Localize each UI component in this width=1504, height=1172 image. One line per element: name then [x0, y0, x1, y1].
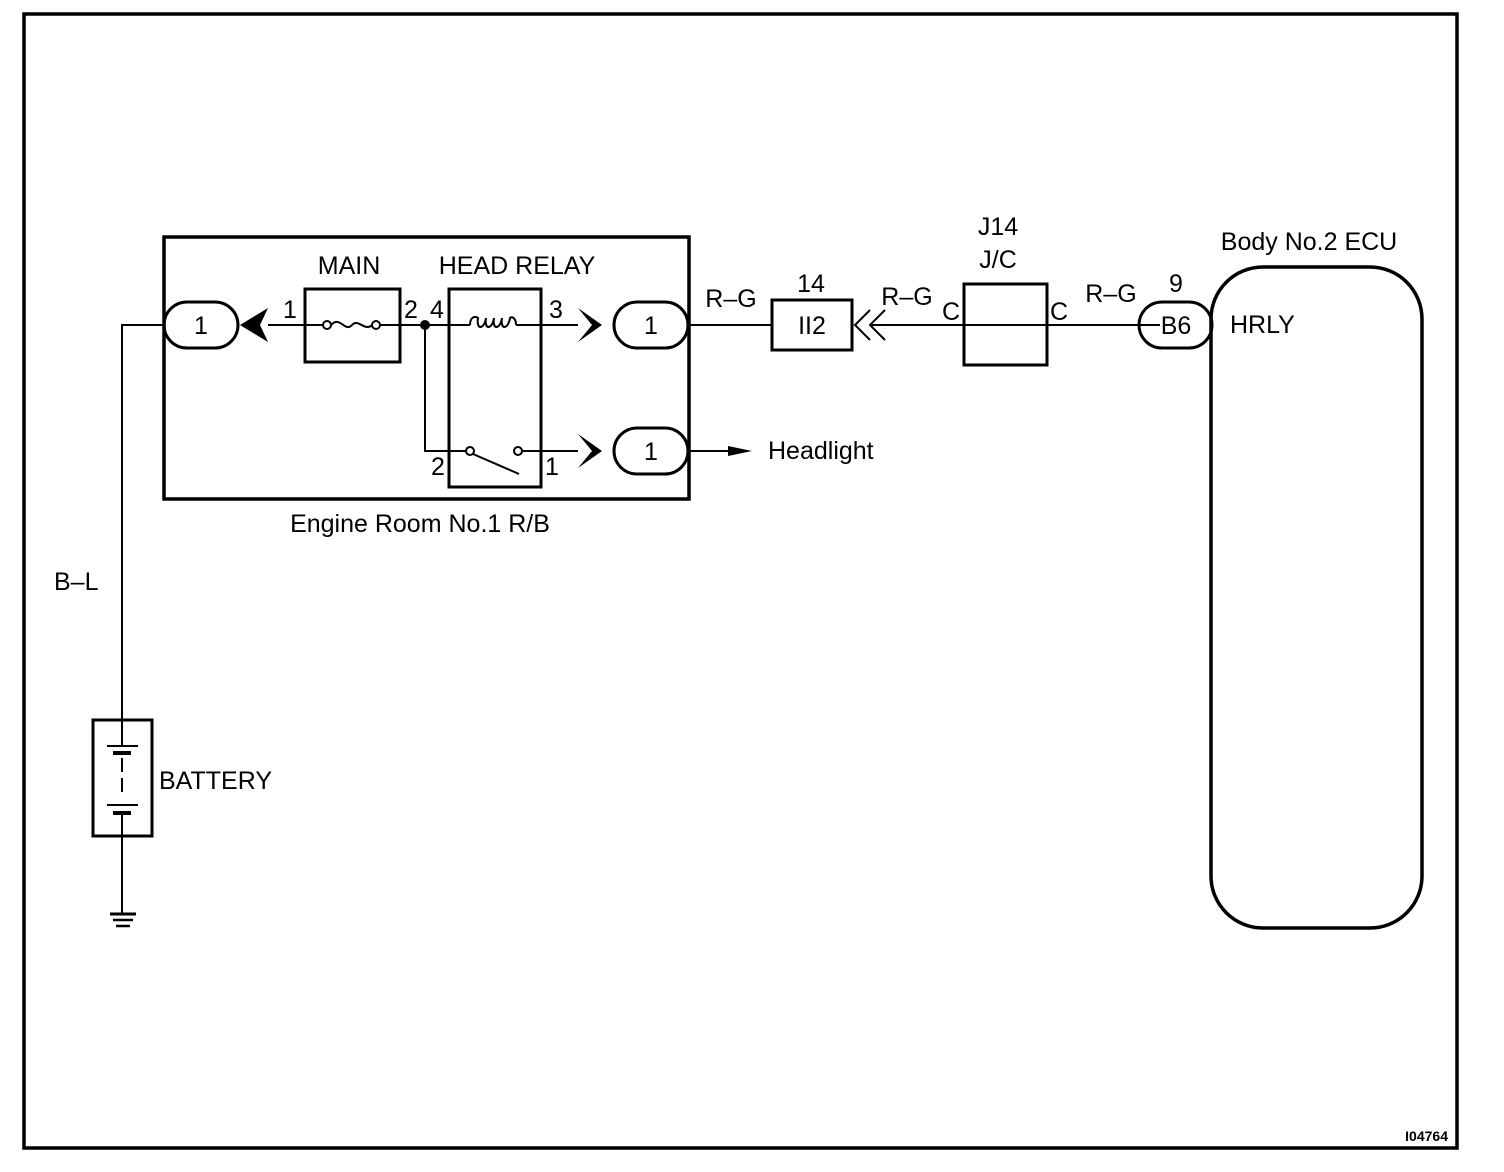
fuse-pin-2: 2	[404, 296, 418, 324]
j14-junction-box	[962, 282, 1049, 367]
arrow-right-icon	[728, 446, 752, 456]
battery-label: BATTERY	[159, 767, 272, 795]
rb-upper-right-connector-pin: 1	[644, 312, 658, 340]
wire-color-r-g-2: R–G	[881, 283, 932, 311]
ecu-label: Body No.2 ECU	[1221, 228, 1397, 256]
battery-icon	[107, 720, 138, 836]
fuse-pin-1: 1	[283, 296, 297, 324]
rb-lower-right-connector	[612, 426, 690, 476]
wire-color-r-g-3: R–G	[1085, 280, 1136, 308]
ground-icon	[110, 912, 136, 928]
head-relay-box	[447, 287, 543, 489]
ecu-pin: 9	[1169, 270, 1183, 298]
wire-color-b-l: B–L	[54, 568, 99, 596]
jc-type: J/C	[979, 246, 1017, 274]
ecu-terminal-label: HRLY	[1230, 311, 1295, 339]
ii2-label: II2	[798, 312, 826, 340]
wire-color-r-g-1: R–G	[705, 285, 756, 313]
relay-pin-2: 2	[431, 453, 445, 481]
rb-upper-right-connector	[612, 300, 690, 350]
fuse-label: MAIN	[318, 252, 381, 280]
ii2-connector-box	[770, 298, 854, 352]
headlight-label: Headlight	[768, 437, 874, 465]
rb-lower-right-connector-pin: 1	[644, 438, 658, 466]
ecu-connector-label: B6	[1161, 312, 1192, 340]
jc-id: J14	[978, 213, 1018, 241]
ii2-pin: 14	[797, 270, 825, 298]
wire-segment	[424, 325, 449, 452]
male-terminal-icon	[578, 308, 602, 342]
female-terminal-icon	[240, 308, 268, 342]
wire-b-l	[121, 324, 164, 720]
relay-pin-1: 1	[545, 453, 559, 481]
relay-coil-icon	[449, 315, 578, 328]
jc-pin-right: C	[1050, 298, 1068, 326]
male-terminal-icon	[578, 434, 602, 468]
figure-id: I04764	[1405, 1128, 1448, 1144]
engine-room-rb-box	[162, 235, 691, 501]
outer-frame	[22, 12, 1459, 1150]
ecu-connector-b6	[1137, 300, 1214, 350]
relay-pin-3: 3	[549, 296, 563, 324]
chevron-left-icon	[853, 309, 871, 341]
body-no2-ecu-box	[1209, 265, 1424, 930]
jc-pin-left: C	[942, 298, 960, 326]
relay-label: HEAD RELAY	[439, 252, 596, 280]
relay-pin-4: 4	[430, 296, 444, 324]
rb-left-connector-pin: 1	[194, 312, 208, 340]
fuse-icon	[305, 320, 400, 330]
relay-switch-icon	[449, 446, 578, 475]
engine-room-rb-label: Engine Room No.1 R/B	[290, 510, 550, 538]
